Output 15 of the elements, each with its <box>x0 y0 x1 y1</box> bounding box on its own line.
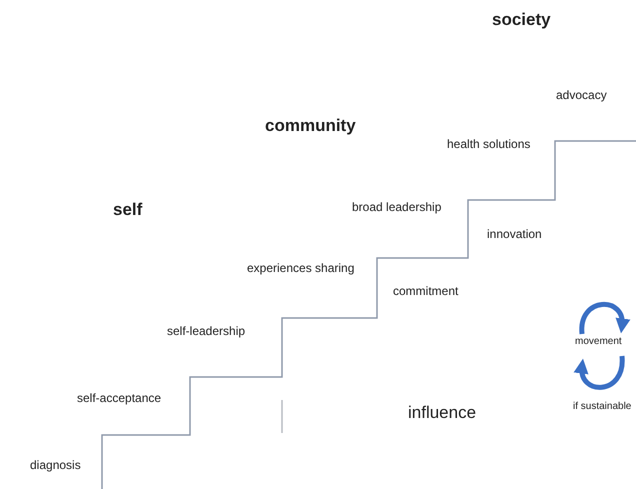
step-label: health solutions <box>447 138 530 150</box>
level-heading: self <box>113 201 142 218</box>
step-label: innovation <box>487 228 542 240</box>
step-label: experiences sharing <box>247 262 354 274</box>
step-label: commitment <box>393 285 458 297</box>
cycle-label: movement <box>575 337 622 347</box>
step-label: self-acceptance <box>77 392 162 404</box>
step-label: diagnosis <box>30 459 81 471</box>
influence-label: influence <box>408 404 476 421</box>
level-heading: community <box>265 117 356 134</box>
cycle-label: if sustainable <box>573 402 632 412</box>
step-label: self-leadership <box>167 325 246 337</box>
step-label: broad leadership <box>352 201 442 213</box>
step-label: advocacy <box>556 89 607 101</box>
level-heading: society <box>492 11 551 28</box>
